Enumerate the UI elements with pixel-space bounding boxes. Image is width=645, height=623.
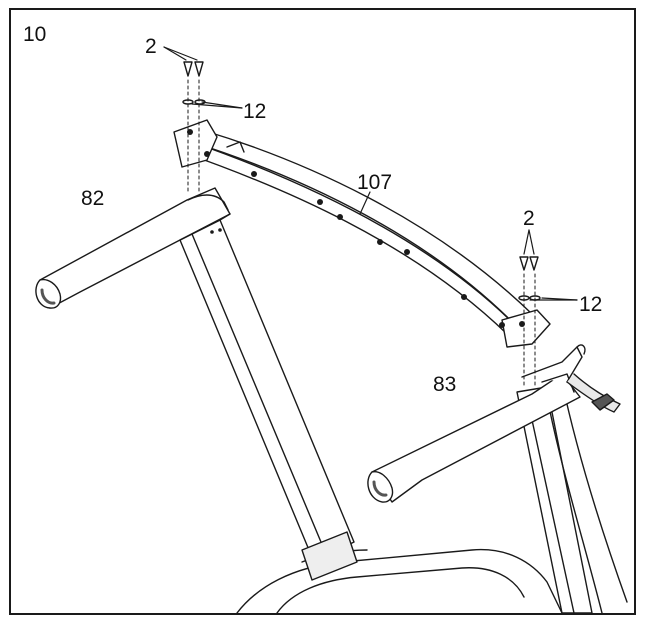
callout-screw-left: 2 xyxy=(145,35,157,58)
right-upright-post xyxy=(516,386,593,613)
assembly-illustration xyxy=(35,46,628,613)
right-fasteners xyxy=(518,256,541,388)
callout-handle-left: 82 xyxy=(81,187,105,210)
callout-washer-right: 12 xyxy=(579,293,603,316)
crossbar-right-bracket xyxy=(501,309,551,348)
callout-crossbar: 107 xyxy=(357,171,393,194)
left-handle-82 xyxy=(35,187,231,309)
diagram-frame: 10 2 12 82 107 2 12 83 xyxy=(9,8,636,615)
leader-lines xyxy=(163,46,578,301)
base-shroud-inner xyxy=(276,567,525,613)
post-collar xyxy=(301,531,358,581)
right-handle-83 xyxy=(367,346,583,503)
crossbar-107 xyxy=(173,119,551,348)
left-fasteners xyxy=(182,61,206,193)
callout-screw-right: 2 xyxy=(523,207,535,230)
step-number: 10 xyxy=(23,23,47,46)
callout-handle-right: 83 xyxy=(433,373,457,396)
callout-washer-left: 12 xyxy=(243,100,267,123)
left-upright-post xyxy=(179,219,355,563)
crossbar-holes xyxy=(187,129,525,328)
